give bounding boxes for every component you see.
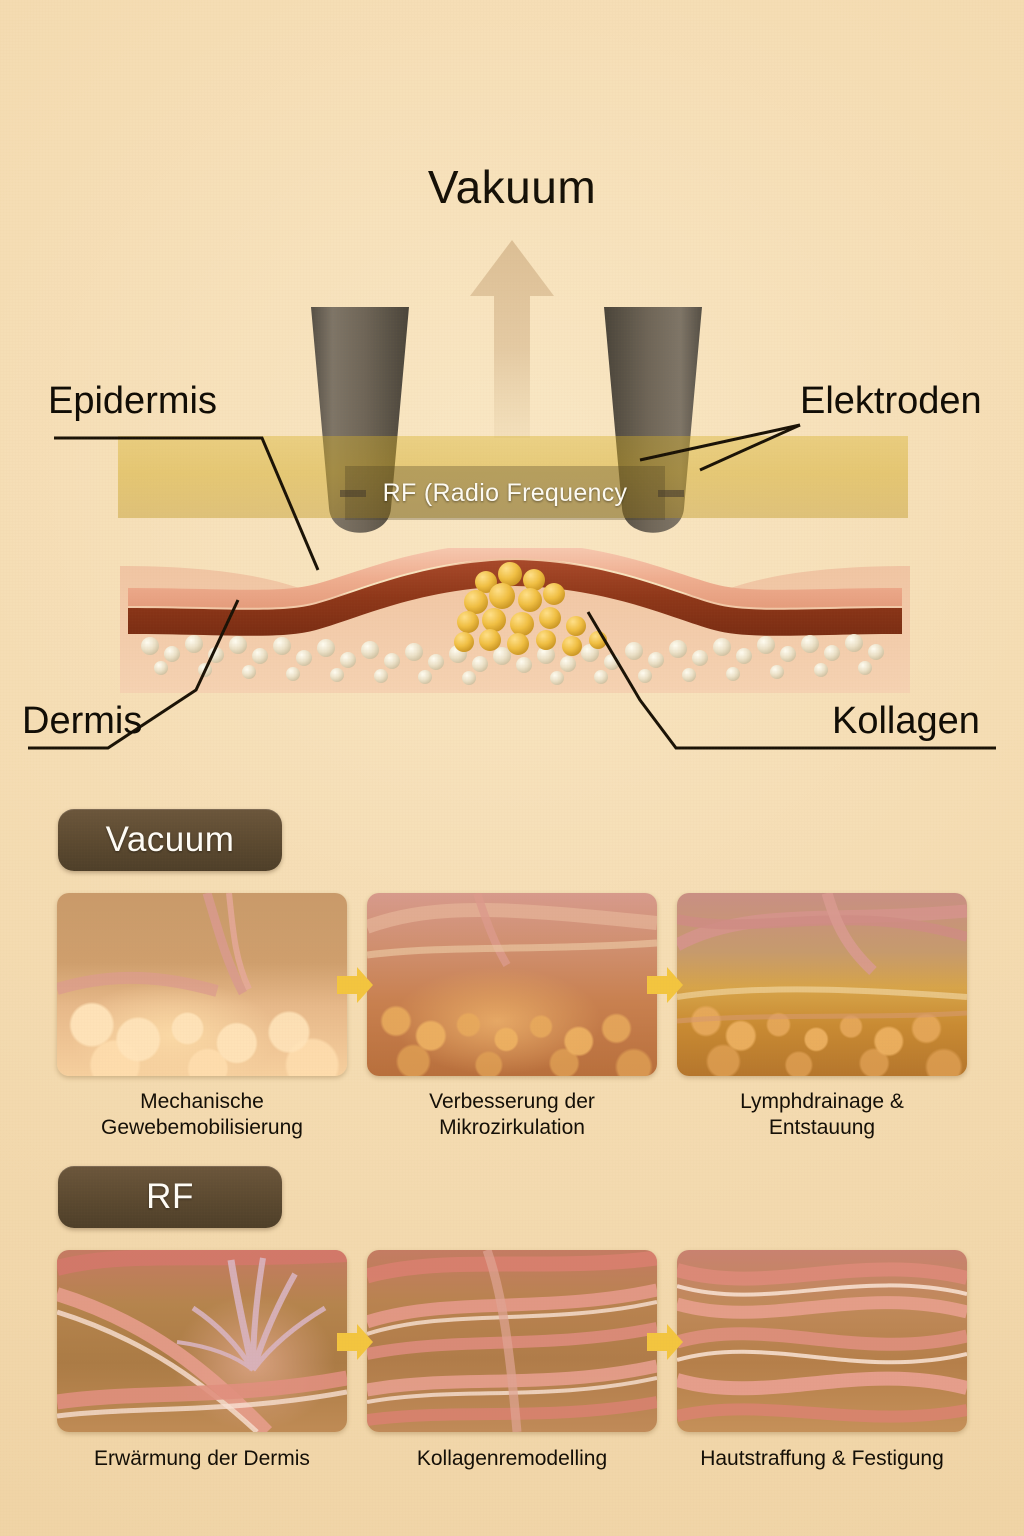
vacuum-arrow-connector-2 bbox=[647, 967, 683, 1003]
rf-band-label-text: RF (Radio Frequency bbox=[382, 478, 628, 507]
vacuum-arrow-connector-1 bbox=[337, 967, 373, 1003]
vacuum-step-row: Mechanische Gewebemobilisierung Verbesse… bbox=[0, 893, 1024, 1153]
callout-label-elektroden: Elektroden bbox=[800, 380, 982, 422]
section-badge-rf-label: RF bbox=[146, 1177, 194, 1216]
fat-lobules bbox=[454, 562, 607, 656]
rf-step-3-image bbox=[677, 1250, 967, 1432]
rf-arrow-connector-1 bbox=[337, 1324, 373, 1360]
caption-line: Gewebemobilisierung bbox=[101, 1116, 303, 1140]
rf-step-1-image bbox=[57, 1250, 347, 1432]
caption-line: Mikrozirkulation bbox=[439, 1116, 585, 1140]
section-badge-vacuum-label: Vacuum bbox=[105, 820, 235, 859]
electrode-right bbox=[604, 307, 702, 533]
caption-line: Kollagenremodelling bbox=[416, 1447, 608, 1470]
callout-label-kollagen: Kollagen bbox=[832, 700, 980, 742]
caption-line: Verbesserung der bbox=[429, 1090, 595, 1113]
rf-step-1-caption: Erwärmung der Dermis bbox=[47, 1446, 357, 1472]
vacuum-step-3-caption: Lymphdrainage & Entstauung bbox=[667, 1089, 977, 1141]
electrode-left bbox=[311, 307, 409, 533]
caption-line: Mechanische bbox=[140, 1090, 264, 1113]
diagram-title-vakuum: Vakuum bbox=[427, 161, 597, 213]
skin-cross-section-diagram: Vakuum bbox=[22, 161, 996, 750]
rf-energy-band bbox=[118, 436, 908, 518]
section-badge-rf: RF bbox=[58, 1166, 282, 1228]
rf-tick-left-icon bbox=[340, 490, 366, 497]
section-badge-vacuum: Vacuum bbox=[58, 809, 282, 871]
rf-arrow-connector-2 bbox=[647, 1324, 683, 1360]
rf-tick-right-icon bbox=[658, 490, 684, 497]
vacuum-step-1-image bbox=[57, 893, 347, 1076]
callout-label-epidermis: Epidermis bbox=[48, 380, 217, 422]
rf-step-row: Erwärmung der Dermis Kollagenremodelling… bbox=[0, 1250, 1024, 1500]
callout-leader-lines bbox=[28, 423, 996, 750]
caption-line: Erwärmung der Dermis bbox=[94, 1447, 310, 1470]
rf-step-2-image bbox=[367, 1250, 657, 1432]
rf-step-2-caption: Kollagenremodelling bbox=[357, 1446, 667, 1472]
caption-line: Hautstraffung & Festigung bbox=[700, 1447, 944, 1470]
rf-step-3-caption: Hautstraffung & Festigung bbox=[667, 1446, 977, 1472]
vacuum-step-2-caption: Verbesserung der Mikrozirkulation bbox=[357, 1089, 667, 1141]
caption-line: Entstauung bbox=[768, 1116, 876, 1140]
vacuum-step-2-image bbox=[367, 893, 657, 1076]
vacuum-arrow-icon bbox=[470, 240, 554, 438]
vacuum-step-3-image bbox=[677, 893, 967, 1076]
caption-line: Lymphdrainage & bbox=[740, 1090, 904, 1113]
callout-label-dermis: Dermis bbox=[22, 700, 143, 742]
vacuum-step-1-caption: Mechanische Gewebemobilisierung bbox=[47, 1089, 357, 1141]
skin-tissue-slab bbox=[120, 548, 910, 693]
rf-band-label: RF (Radio Frequency bbox=[345, 466, 665, 520]
